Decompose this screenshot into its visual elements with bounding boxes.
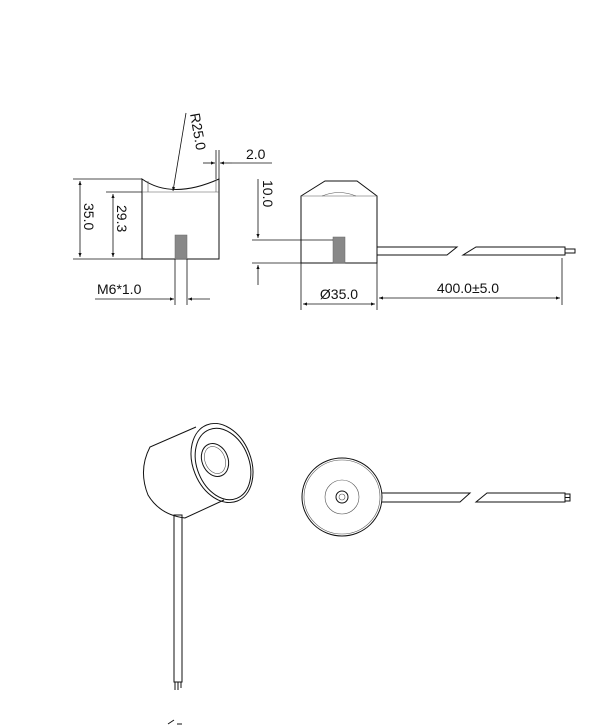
cable: [173, 514, 183, 683]
dim-wall: 2.0: [246, 146, 266, 162]
dim-thread: M6*1.0: [97, 281, 142, 297]
cable: [382, 492, 472, 503]
dim-thread-offset: 10.0: [260, 180, 276, 207]
front-view: 10.0 Ø35.0 400.0±5.0: [252, 179, 576, 310]
dim-diameter: Ø35.0: [320, 286, 358, 302]
top-view: [301, 457, 571, 537]
thread-hole: [174, 234, 188, 260]
dim-radius: R25.0: [187, 112, 209, 152]
cable: [474, 492, 566, 503]
dim-height-inner: 29.3: [114, 205, 130, 232]
cable: [377, 246, 459, 256]
isometric-view: [143, 422, 254, 725]
dim-cable-length: 400.0±5.0: [437, 280, 499, 296]
thread-hole: [332, 236, 346, 264]
dim-height-total: 35.0: [81, 203, 97, 230]
side-view: 35.0 29.3 R25.0 2.0 M6*1.0: [73, 112, 272, 305]
cable: [461, 246, 566, 256]
